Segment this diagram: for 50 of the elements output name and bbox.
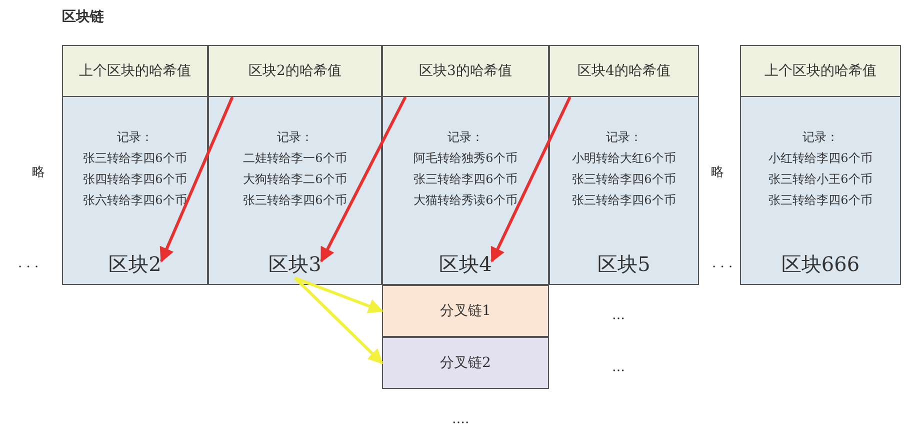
arrow <box>294 276 384 314</box>
record-text: 大猫转给秀读6个币 <box>412 192 518 209</box>
ellipsis: … <box>612 308 625 323</box>
hash-cell: 区块2的哈希值 <box>208 45 382 97</box>
record-text: 阿毛转给独秀6个币 <box>412 150 518 167</box>
block-name: 区块3 <box>268 250 322 278</box>
arrow <box>294 276 384 364</box>
hash-cell: 上个区块的哈希值 <box>62 45 208 97</box>
record-text: 记录： <box>802 129 840 146</box>
record-text: 记录： <box>276 129 314 146</box>
ellipsis: … <box>612 360 625 375</box>
record-text: 记录： <box>446 129 484 146</box>
block-body <box>549 97 699 285</box>
block-name: 区块666 <box>781 250 860 278</box>
record-text: 小红转给李四6个币 <box>768 150 874 167</box>
ellipsis: · · · <box>712 260 733 275</box>
record-text: 张三转给小王6个币 <box>768 171 874 188</box>
block-body <box>382 97 549 285</box>
hash-cell: 区块3的哈希值 <box>382 45 549 97</box>
record-text: 二娃转给李一6个币 <box>242 150 348 167</box>
arrow <box>490 96 572 263</box>
title: 区块链 <box>62 8 104 26</box>
omitted-note: 略 <box>711 164 724 181</box>
block-body <box>62 97 208 285</box>
arrow <box>160 96 234 263</box>
record-text: 记录： <box>116 129 154 146</box>
block-name: 区块5 <box>598 250 650 278</box>
record-text: 记录： <box>605 129 643 146</box>
record-text: 张三转给李四6个币 <box>412 171 518 188</box>
arrow <box>320 96 407 263</box>
hash-cell: 上个区块的哈希值 <box>740 45 901 97</box>
omitted-note: 略 <box>32 164 45 181</box>
block-body <box>740 97 901 285</box>
record-text: 张三转给李四6个币 <box>571 171 677 188</box>
ellipsis: · · · <box>18 260 39 275</box>
record-text: 张三转给李四6个币 <box>82 150 188 167</box>
record-text: 张三转给李四6个币 <box>768 192 874 209</box>
block-body <box>208 97 382 285</box>
record-text: 张三转给李四6个币 <box>242 192 348 209</box>
record-text: 张六转给李四6个币 <box>82 192 188 209</box>
block-name: 区块2 <box>108 250 162 278</box>
fork-box: 分叉链1 <box>382 285 549 337</box>
record-text: 张三转给李四6个币 <box>571 192 677 209</box>
block-name: 区块4 <box>439 250 492 278</box>
record-text: 大狗转给李二6个币 <box>242 171 348 188</box>
fork-box: 分叉链2 <box>382 337 549 389</box>
record-text: 小明转给大红6个币 <box>571 150 677 167</box>
ellipsis: …. <box>452 412 470 427</box>
hash-cell: 区块4的哈希值 <box>549 45 699 97</box>
record-text: 张四转给李四6个币 <box>82 171 188 188</box>
